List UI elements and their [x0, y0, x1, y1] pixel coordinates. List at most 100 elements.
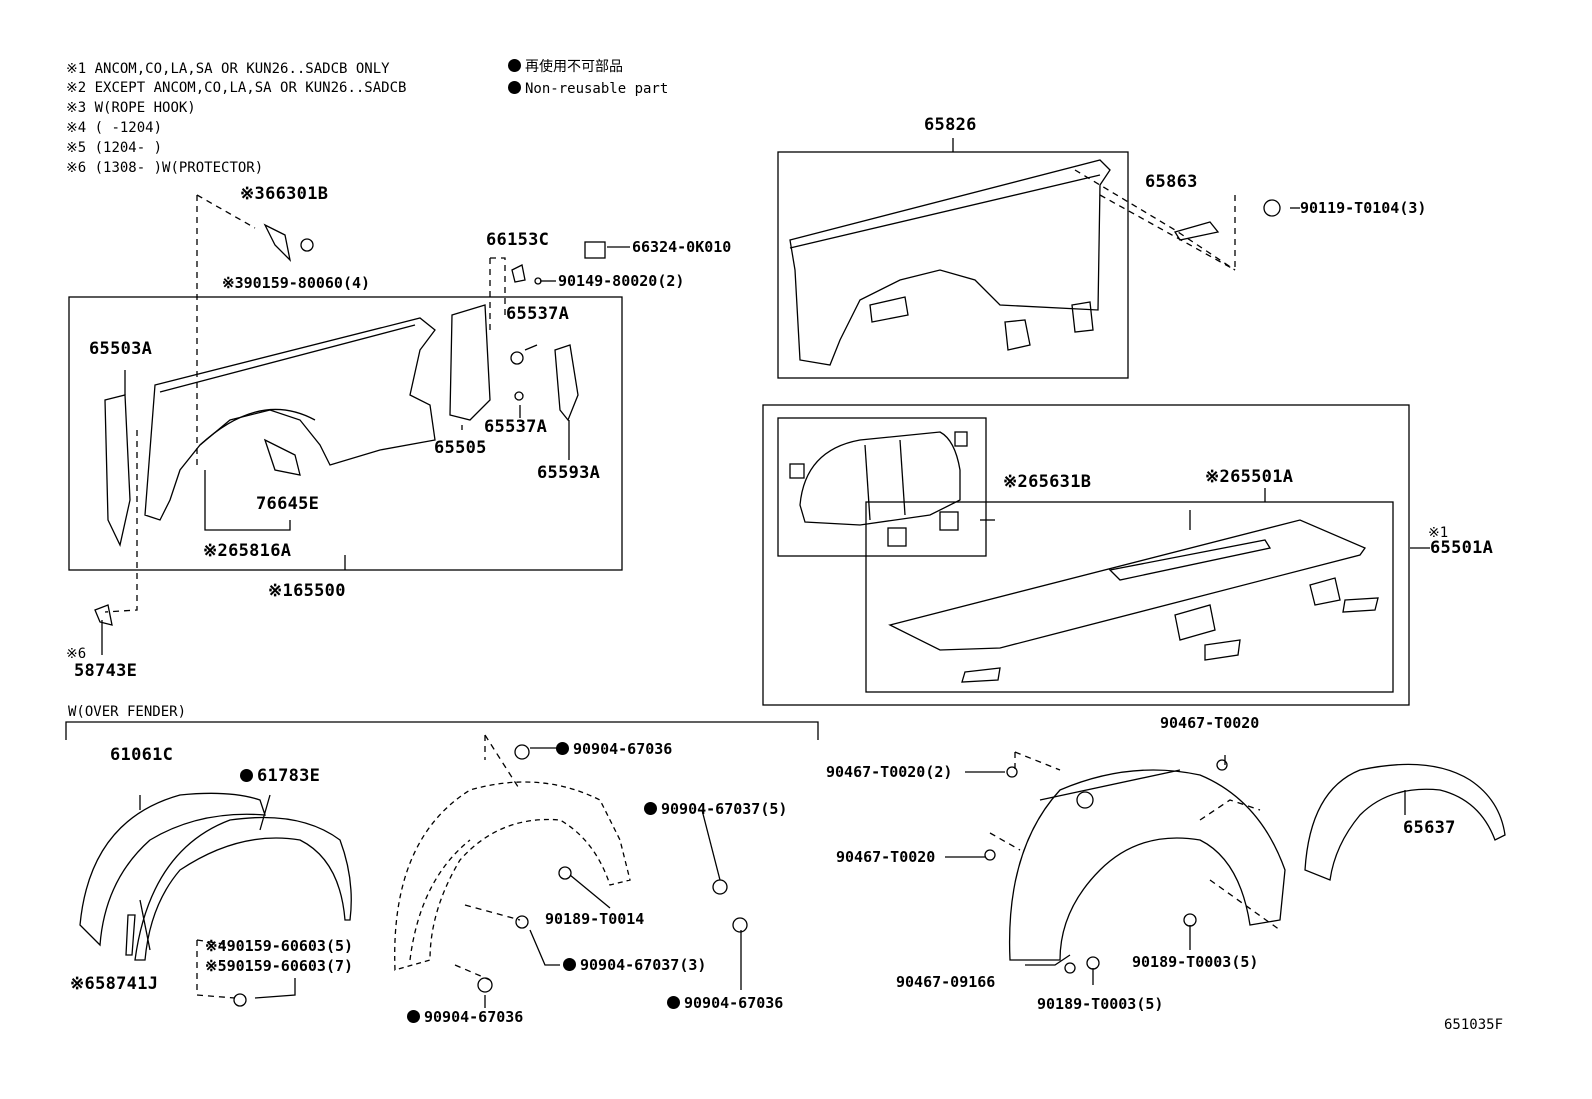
label-65593A[interactable]: 65593A [537, 463, 601, 483]
bed-side-panel-frame [777, 151, 1129, 379]
label-90159-60603-5[interactable]: ※490159-60603(5) [205, 937, 354, 955]
label-65537A-top[interactable]: 65537A [506, 304, 570, 324]
section-label: W(OVER FENDER) [68, 704, 187, 720]
screw-90189 [558, 866, 572, 880]
clip-mid [515, 915, 529, 929]
non-reusable-dot-icon [240, 769, 253, 782]
label-90159-60603-7[interactable]: ※590159-60603(7) [205, 957, 354, 975]
note-6: ※6 (1308- )W(PROTECTOR) [66, 160, 264, 176]
label-90467-T0020-mid[interactable]: 90467-T0020 [836, 848, 936, 866]
non-reusable-dot-icon [508, 81, 521, 94]
label-65503A[interactable]: 65503A [89, 339, 153, 359]
label-90467-T0020-2[interactable]: 90467-T0020(2) [826, 763, 953, 781]
clip-90159-60603 [233, 993, 247, 1007]
label-65505[interactable]: 65505 [434, 438, 487, 458]
note-5: ※5 (1204- ) [66, 140, 163, 156]
bed-inner-frame [865, 501, 1394, 693]
solid-leaders [101, 138, 1430, 1008]
label-65816A[interactable]: ※265816A [203, 541, 292, 561]
label-58741J[interactable]: ※658741J [70, 974, 159, 994]
label-65637[interactable]: 65637 [1403, 818, 1456, 838]
note-2: ※2 EXCEPT ANCOM,CO,LA,SA OR KUN26..SADCB [66, 80, 407, 96]
footer-code: 651035F [1444, 1017, 1504, 1033]
label-90904-67036-b[interactable]: 90904-67036 [407, 1010, 523, 1025]
over-fender-bracket [65, 721, 819, 740]
note-4: ※4 ( -1204) [66, 120, 163, 136]
inner-liner-dashed [394, 781, 631, 971]
label-90467-09166[interactable]: 90467-09166 [896, 973, 996, 991]
non-reusable-dot-icon [407, 1010, 420, 1023]
label-58743E-mark: ※6 [66, 646, 87, 662]
bracket-65503A [104, 394, 131, 547]
clip-65537A-top [510, 351, 524, 365]
clip-top [514, 744, 530, 760]
bolt-90159 [300, 238, 314, 252]
label-58743E[interactable]: 58743E [74, 661, 138, 681]
clip-65537A-bottom [514, 391, 524, 401]
note-3: ※3 W(ROPE HOOK) [66, 100, 196, 116]
non-reusable-dot-icon [563, 958, 576, 971]
label-65537A-bottom[interactable]: 65537A [484, 417, 548, 437]
label-76645E[interactable]: 76645E [256, 494, 320, 514]
non-reusable-dot-icon [508, 59, 521, 72]
dashed-leaders [104, 169, 1281, 999]
label-90149[interactable]: 90149-80020(2) [558, 272, 685, 290]
bed-side-panel-shape [789, 159, 1111, 366]
rear-liner-shape [1008, 769, 1286, 961]
label-65863[interactable]: 65863 [1145, 172, 1198, 192]
screw-90189-b [1086, 956, 1100, 970]
protector-58743E [94, 604, 113, 626]
non-reusable-dot-icon [644, 802, 657, 815]
clip-right-low [732, 917, 748, 933]
label-90159-80060[interactable]: ※390159-80060(4) [222, 274, 371, 292]
liner-65637 [1304, 763, 1506, 881]
clip-66324 [584, 241, 606, 259]
non-reusable-dot-icon [667, 996, 680, 1009]
non-reusable-dot-icon [556, 742, 569, 755]
bracket-65863 [1173, 221, 1220, 241]
label-65501A-outer-mark: ※1 [1428, 525, 1449, 541]
label-61061C[interactable]: 61061C [110, 745, 174, 765]
legend-en: Non-reusable part [508, 81, 668, 96]
label-65501A-inner[interactable]: ※265501A [1205, 467, 1294, 487]
clip-90467-09166 [1064, 962, 1076, 974]
protector-58741J [125, 914, 136, 956]
clip-bottom [477, 977, 493, 993]
clip-right [712, 879, 728, 895]
bolt-90119 [1263, 199, 1281, 217]
label-90904-67036-a[interactable]: 90904-67036 [556, 742, 672, 757]
label-61783E[interactable]: 61783E [240, 768, 320, 785]
label-90189-T0003-b[interactable]: 90189-T0003(5) [1037, 995, 1164, 1013]
over-fender-61061C-shape [79, 792, 266, 951]
label-90119[interactable]: 90119-T0104(3) [1300, 199, 1427, 217]
wheelhouse-65631B-shape [789, 431, 968, 547]
label-66301B[interactable]: ※366301B [240, 184, 329, 204]
label-65631B[interactable]: ※265631B [1003, 472, 1092, 492]
label-90904-67037-3[interactable]: 90904-67037(3) [563, 958, 706, 973]
apron-65505 [449, 304, 491, 421]
hook-66301B [263, 223, 292, 262]
clip-66153C [511, 264, 526, 283]
seal-65593A [554, 344, 579, 422]
label-65501A-outer[interactable]: 65501A [1430, 538, 1494, 558]
inner-bed-panel-65501A-shape [888, 519, 1379, 683]
bed-outer-frame [762, 404, 1410, 706]
label-90904-67036-c[interactable]: 90904-67036 [667, 996, 783, 1011]
clip-90467-b [984, 849, 996, 861]
note-1: ※1 ANCOM,CO,LA,SA OR KUN26..SADCB ONLY [66, 61, 390, 77]
clip-90467-a [1006, 766, 1018, 778]
label-90904-67037-5[interactable]: 90904-67037(5) [644, 802, 787, 817]
label-65500[interactable]: ※165500 [268, 581, 346, 601]
label-66153C[interactable]: 66153C [486, 230, 550, 250]
molding-61783E [134, 816, 352, 961]
label-90467-T0020-top[interactable]: 90467-T0020 [1160, 714, 1260, 732]
label-65826[interactable]: 65826 [924, 115, 977, 135]
screw-90189-a [1183, 913, 1197, 927]
label-90189-T0003-a[interactable]: 90189-T0003(5) [1132, 953, 1259, 971]
front-fender-shape [144, 317, 436, 521]
label-66324[interactable]: 66324-0K010 [632, 238, 732, 256]
label-90189-T0014[interactable]: 90189-T0014 [545, 910, 645, 928]
clip-90467-c [1216, 759, 1228, 771]
